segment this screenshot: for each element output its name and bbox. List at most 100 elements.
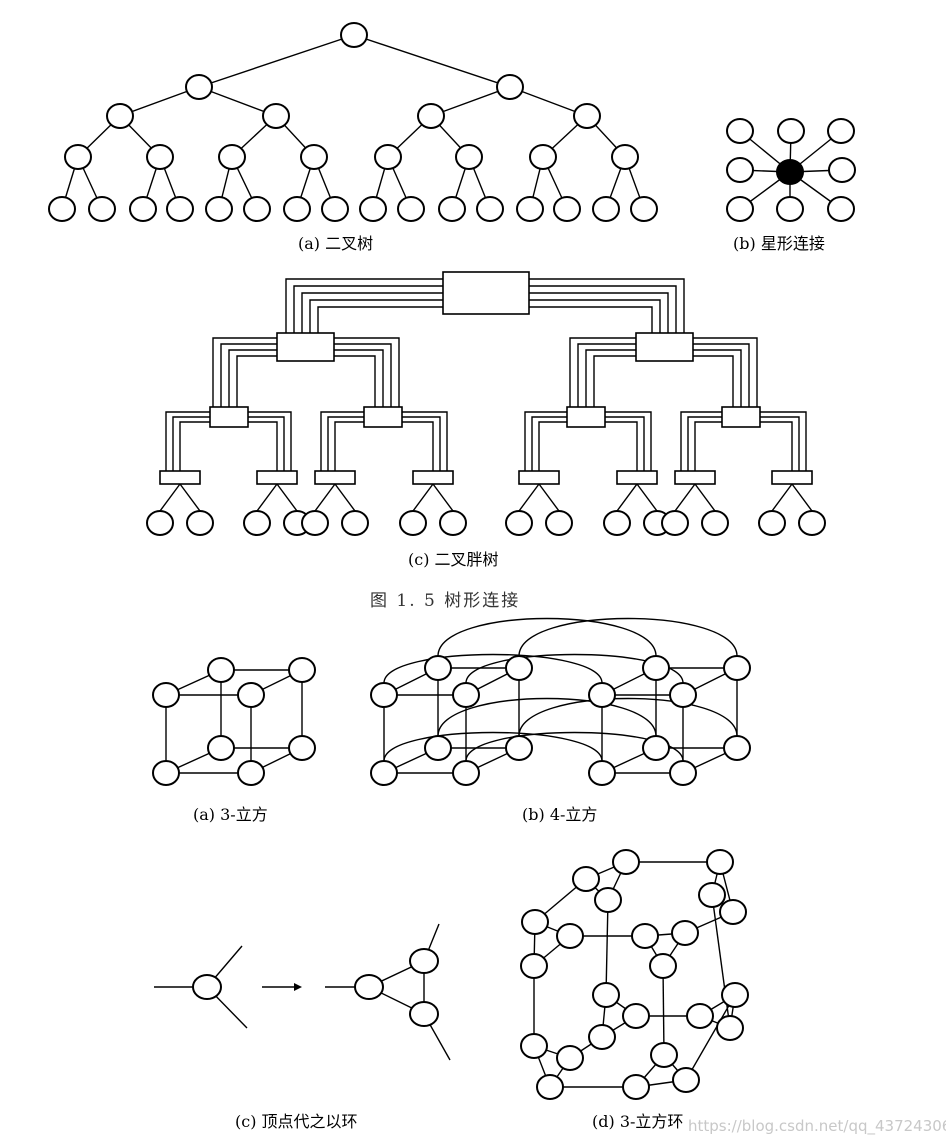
ring-node (592, 982, 620, 1008)
processor-link (636, 483, 658, 512)
switch-box (314, 470, 356, 485)
leaf-node (516, 196, 544, 222)
processor-link (432, 483, 454, 512)
tree-node (496, 74, 524, 100)
tree-node (300, 144, 328, 170)
fat-link (334, 337, 400, 407)
star-leaf-node (827, 118, 855, 144)
cube-node (370, 682, 398, 708)
star-leaf-node (726, 157, 754, 183)
leaf-node (397, 196, 425, 222)
cube-node (723, 655, 751, 681)
processor-link (791, 483, 813, 512)
fat-link (538, 421, 567, 471)
star-leaf-node (726, 196, 754, 222)
fat-link (317, 306, 443, 333)
ring-node (556, 1045, 584, 1071)
cube-link-arc (383, 653, 603, 684)
cube4-diagram (370, 617, 751, 786)
tree-node (611, 144, 639, 170)
processor-node (798, 510, 826, 536)
switch-box (771, 470, 813, 485)
ccc-diagram (520, 849, 749, 1100)
fat-link (605, 421, 638, 471)
processor-link (518, 483, 540, 512)
cube-node (288, 735, 316, 761)
ring-node (622, 1003, 650, 1029)
leaf-node (243, 196, 271, 222)
tree-node (218, 144, 246, 170)
cube-edge (685, 994, 736, 1081)
cube-node (424, 735, 452, 761)
binary-tree-diagram (48, 22, 658, 222)
leaf-node (476, 196, 504, 222)
cube-node (452, 682, 480, 708)
fat-link (687, 416, 722, 471)
switch-box (159, 470, 201, 485)
tree-node (146, 144, 174, 170)
tree-node (573, 103, 601, 129)
processor-node (758, 510, 786, 536)
ring-node (521, 909, 549, 935)
processor-link (412, 483, 434, 512)
fat-link (301, 292, 443, 333)
fat-link (585, 349, 636, 407)
tree-node (106, 103, 134, 129)
ring-node (520, 953, 548, 979)
ring-node (594, 887, 622, 913)
fat-tree-diagram (146, 271, 826, 536)
caption-star: (b) 星形连接 (733, 234, 825, 253)
fat-link (402, 416, 441, 471)
cube-edge (662, 965, 665, 1056)
fat-link (531, 416, 567, 471)
fat-link (334, 349, 384, 407)
fat-link (605, 411, 652, 471)
cube-link-arc (465, 653, 684, 684)
fat-link (402, 421, 434, 471)
leaf-node (438, 196, 466, 222)
arrow-head-icon (294, 983, 302, 991)
fat-link (693, 337, 758, 407)
cube-node (207, 657, 235, 683)
leaf-node (88, 196, 116, 222)
cube-edge (711, 894, 731, 1029)
switch-box (566, 406, 606, 428)
leaf-node (359, 196, 387, 222)
fat-link (529, 285, 677, 333)
fat-link (760, 411, 807, 471)
fat-link (593, 355, 636, 407)
root-switch-box (442, 271, 530, 315)
leaf-node (553, 196, 581, 222)
fat-link (220, 343, 277, 407)
cube-link-arc (383, 731, 603, 762)
fat-link (693, 349, 742, 407)
fat-link (402, 411, 448, 471)
ring-node (409, 948, 439, 974)
ring-node (612, 849, 640, 875)
fat-link (524, 411, 567, 471)
ring-node (721, 982, 749, 1008)
cube-node (237, 760, 265, 786)
star-diagram (726, 118, 856, 222)
cube-node (152, 682, 180, 708)
cube3-diagram (152, 657, 316, 786)
leaf-node (630, 196, 658, 222)
cube-node (424, 655, 452, 681)
cube-node (588, 760, 616, 786)
fat-link (529, 278, 685, 333)
cube-node (505, 655, 533, 681)
fat-link (212, 337, 277, 407)
cube-node (237, 682, 265, 708)
tree-node (455, 144, 483, 170)
fat-link (248, 411, 292, 471)
fat-link (293, 285, 443, 333)
cube-node (152, 760, 180, 786)
processor-link (256, 483, 278, 512)
cube-node (588, 682, 616, 708)
cube-node (288, 657, 316, 683)
fat-link (285, 278, 443, 333)
leaf-node (592, 196, 620, 222)
fat-link (248, 416, 285, 471)
processor-node (341, 510, 369, 536)
processor-node (399, 510, 427, 536)
